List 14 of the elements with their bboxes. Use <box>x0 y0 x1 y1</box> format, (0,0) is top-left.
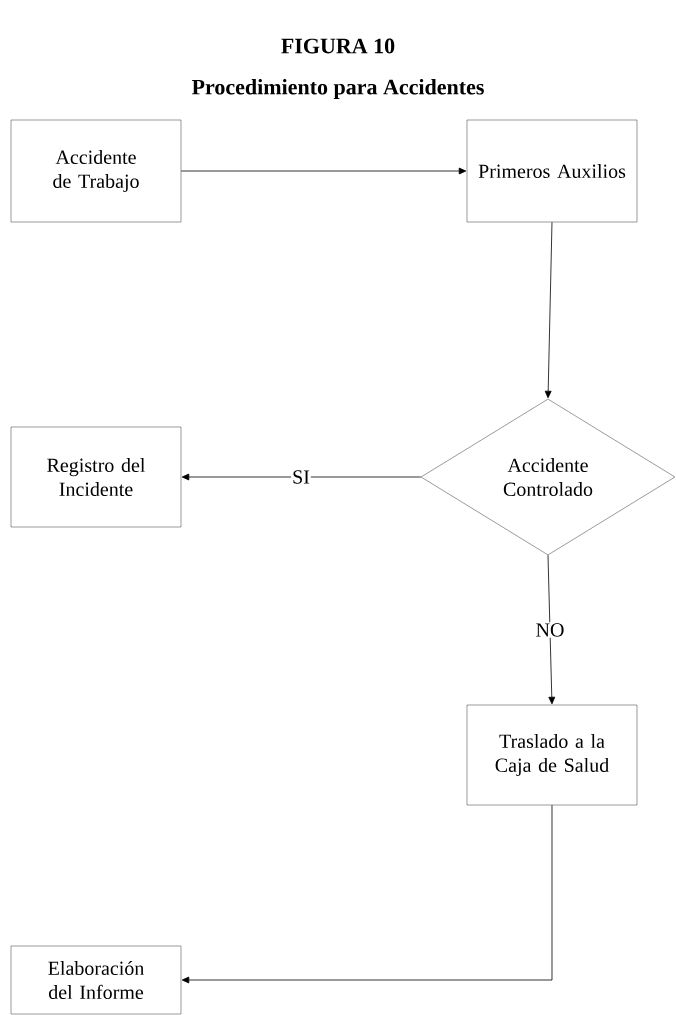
arrow <box>547 554 556 705</box>
process-box: Elaboración del Informe <box>10 945 182 1015</box>
edge-label: NO <box>534 622 566 638</box>
process-box: Accidente de Trabajo <box>10 119 182 223</box>
caption: Procedimiento para Accidentes <box>191 79 484 99</box>
edge-label: SI <box>291 469 311 485</box>
process-box: Registro del Incidente <box>10 426 182 528</box>
process-box: Primeros Auxilios <box>466 119 638 223</box>
title: FIGURA 10 <box>281 38 395 54</box>
arrow <box>180 167 467 175</box>
arrow <box>181 473 422 481</box>
process-box: Traslado a la Caja de Salud <box>466 704 638 806</box>
arrow <box>544 221 553 399</box>
arrow <box>181 804 553 984</box>
